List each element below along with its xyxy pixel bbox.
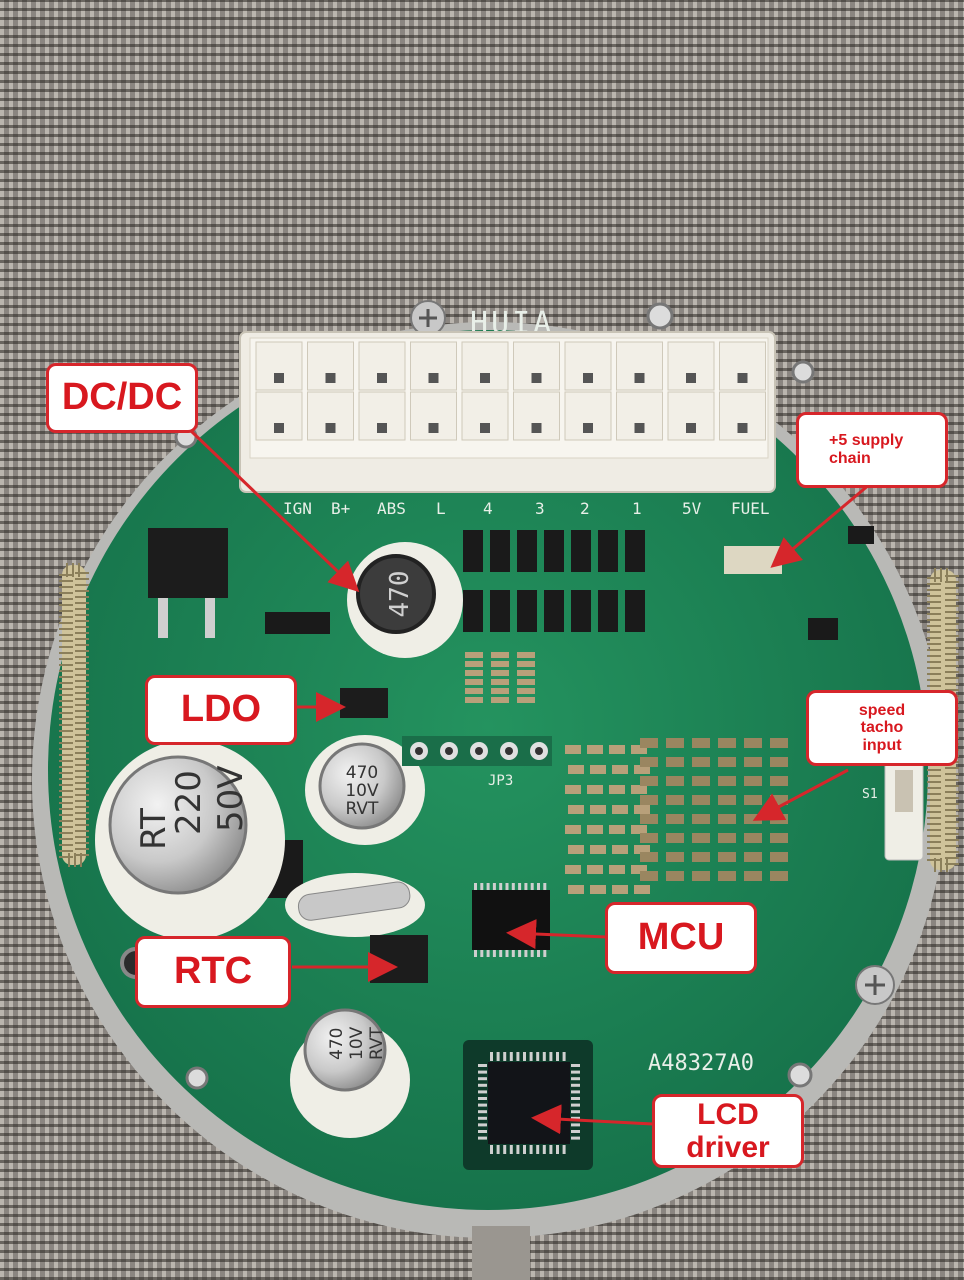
svg-text:470: 470 bbox=[327, 1028, 347, 1060]
annotation-arrows bbox=[188, 428, 871, 1135]
callout-supply-chain: +5 supply chain bbox=[796, 412, 948, 488]
svg-text:470: 470 bbox=[385, 571, 415, 618]
svg-text:10V: 10V bbox=[345, 781, 379, 801]
q5-transistor bbox=[148, 528, 228, 638]
connector-label: 1 bbox=[632, 499, 642, 518]
callout-lcd-driver: LCD driver bbox=[652, 1094, 804, 1168]
callout-ldo: LDO bbox=[145, 675, 297, 745]
capacitor-470uf-top: 470 10V RVT bbox=[305, 735, 425, 845]
connector-label: IGN bbox=[283, 499, 312, 518]
rtc-ic bbox=[370, 935, 428, 983]
svg-text:10V: 10V bbox=[347, 1026, 367, 1060]
lcd-driver-chip bbox=[463, 1040, 593, 1170]
board-code: A48327A0 bbox=[648, 1051, 754, 1076]
callout-rtc: RTC bbox=[135, 936, 291, 1008]
connector-label: ABS bbox=[377, 499, 406, 518]
svg-text:470: 470 bbox=[346, 763, 378, 783]
svg-text:220: 220 bbox=[169, 770, 209, 835]
connector-label: FUEL bbox=[731, 499, 770, 518]
crystal bbox=[285, 873, 425, 937]
connector-label: B+ bbox=[331, 499, 350, 518]
svg-text:RT: RT bbox=[134, 808, 174, 850]
callout-dcdc: DC/DC bbox=[46, 363, 198, 433]
connector-label: 3 bbox=[535, 499, 545, 518]
jp3-label: JP3 bbox=[488, 773, 513, 789]
inductor-470: 470 bbox=[347, 542, 463, 658]
callout-speed-tacho: speed tacho input bbox=[806, 690, 958, 766]
svg-text:RVT: RVT bbox=[367, 1026, 387, 1060]
s1-switch bbox=[884, 757, 924, 861]
connector-label: 2 bbox=[580, 499, 590, 518]
connector-label: 4 bbox=[483, 499, 493, 518]
connector-label: L bbox=[436, 499, 446, 518]
screw-top bbox=[410, 300, 446, 336]
mcu-chip bbox=[472, 890, 550, 950]
connector-pin-labels: IGN B+ ABS L 4 3 2 1 5V FUEL bbox=[283, 499, 770, 518]
capacitor-470uf-bottom bbox=[290, 1008, 410, 1138]
capacitor-220uf bbox=[95, 740, 285, 940]
svg-text:RVT: RVT bbox=[346, 799, 380, 819]
callout-mcu: MCU bbox=[605, 902, 757, 974]
svg-text:50V: 50V bbox=[211, 765, 251, 832]
ldo-ic bbox=[340, 688, 388, 718]
svg-text:S1: S1 bbox=[862, 787, 878, 802]
connector-label: 5V bbox=[682, 499, 702, 518]
screw-right bbox=[855, 965, 895, 1005]
